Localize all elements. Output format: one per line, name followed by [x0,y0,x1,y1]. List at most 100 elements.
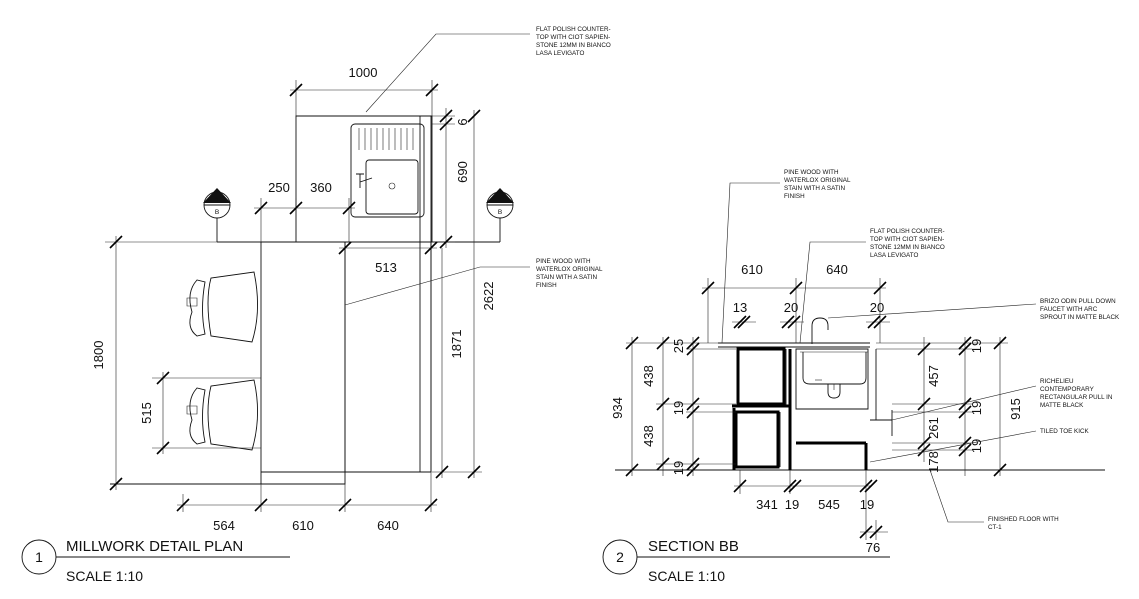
svg-text:WATERLOX ORIGINAL: WATERLOX ORIGINAL [784,177,851,184]
svg-text:FINISHED FLOOR WITH: FINISHED FLOOR WITH [988,516,1059,523]
svg-text:BRIZO ODIN PULL DOWN: BRIZO ODIN PULL DOWN [1040,298,1116,305]
section-note-toe: TILED TOE KICK [870,428,1090,462]
dim-top-width: 1000 [349,65,378,80]
dim-depth-small: 6 [455,118,470,125]
section-note-pull: RICHELIEU CONTEMPORARY RECTANGULAR PULL … [892,378,1113,420]
dim-mid: 513 [375,260,397,275]
chair-top [187,272,258,342]
section-note-floor: FINISHED FLOOR WITH CT-1 [930,470,1059,531]
cabinet-lower [736,412,780,467]
svg-text:WATERLOX ORIGINAL: WATERLOX ORIGINAL [536,266,603,273]
dim-counter-depth: 690 [455,161,470,183]
svg-text:STAIN WITH A SATIN: STAIN WITH A SATIN [784,185,845,192]
svg-text:PINE WOOD WITH: PINE WOOD WITH [784,169,839,176]
svg-text:FLAT POLISH COUNTER-: FLAT POLISH COUNTER- [870,228,945,235]
svg-text:457: 457 [926,365,941,387]
svg-text:13: 13 [733,300,747,315]
section-dims-right: 457 261 178 19 19 19 915 [876,337,1023,476]
svg-text:76: 76 [866,540,880,555]
section-scale: SCALE 1:10 [648,568,725,584]
plan-note-pine: PINE WOOD WITH WATERLOX ORIGINAL STAIN W… [345,258,603,305]
svg-text:FLAT POLISH COUNTER-: FLAT POLISH COUNTER- [536,26,611,33]
svg-text:19: 19 [671,401,686,415]
svg-text:CONTEMPORARY: CONTEMPORARY [1040,386,1095,393]
svg-text:STAIN WITH A SATIN: STAIN WITH A SATIN [536,274,597,281]
island-body [261,242,345,484]
svg-text:STONE 12MM IN BIANCO: STONE 12MM IN BIANCO [536,42,611,49]
faucet-icon [356,174,372,188]
section-dims-bottom: 341 19 545 19 76 [734,470,888,555]
svg-text:610: 610 [741,262,763,277]
drain-trap [815,380,840,398]
plan-note-countertop: FLAT POLISH COUNTER- TOP WITH CIOT SAPIE… [366,26,611,112]
svg-text:261: 261 [926,417,941,439]
section-note-faucet: BRIZO ODIN PULL DOWN FAUCET WITH ARC SPR… [828,298,1120,321]
svg-text:19: 19 [969,401,984,415]
section-dims-top: 610 640 13 20 20 [702,262,890,343]
svg-text:19: 19 [969,439,984,453]
svg-text:TILED TOE KICK: TILED TOE KICK [1040,428,1090,435]
sink [351,124,424,217]
svg-text:19: 19 [860,497,874,512]
section-marker-right: 1 B [486,188,514,242]
svg-text:341: 341 [756,497,778,512]
svg-text:PINE WOOD WITH: PINE WOOD WITH [536,258,591,265]
svg-text:STONE 12MM IN BIANCO: STONE 12MM IN BIANCO [870,244,945,251]
svg-text:19: 19 [969,339,984,353]
countertop-outline [296,116,432,242]
dim-bottom-a: 564 [213,518,235,533]
dim-sink-width: 360 [310,180,332,195]
dim-chair-gap: 515 [139,402,154,424]
dim-total-right: 2622 [481,282,496,311]
svg-text:LASA LEVIGATO: LASA LEVIGATO [536,50,585,57]
plan-title: MILLWORK DETAIL PLAN [66,538,243,555]
section-marker-left: 1 B [203,188,231,242]
millwork-plan: 1 B 1 B 1000 [22,26,611,584]
svg-text:MATTE BLACK: MATTE BLACK [1040,402,1084,409]
marker-number: 1 [215,197,219,204]
section-number: 2 [616,549,624,565]
chair-bottom [187,380,258,450]
section-title-block: 2 SECTION BB SCALE 1:10 [603,538,890,584]
svg-text:640: 640 [826,262,848,277]
svg-text:545: 545 [818,497,840,512]
plan-dimensions: 1000 6 690 250 360 513 [91,65,496,533]
svg-text:438: 438 [641,425,656,447]
svg-text:19: 19 [671,461,686,475]
svg-text:934: 934 [610,397,625,419]
dim-left-height: 1800 [91,341,106,370]
svg-text:438: 438 [641,365,656,387]
section-bb: 610 640 13 20 20 [603,169,1120,584]
svg-text:178: 178 [926,451,941,473]
svg-text:20: 20 [784,300,798,315]
svg-text:SPROUT IN MATTE BLACK: SPROUT IN MATTE BLACK [1040,314,1120,321]
svg-text:LASA LEVIGATO: LASA LEVIGATO [870,252,919,259]
svg-text:FINISH: FINISH [536,282,557,289]
faucet [812,318,828,344]
marker-number: 1 [498,197,502,204]
plan-scale: SCALE 1:10 [66,568,143,584]
svg-text:19: 19 [785,497,799,512]
svg-text:TOP WITH CIOT SAPIEN-: TOP WITH CIOT SAPIEN- [870,236,944,243]
sink-basin [796,349,876,420]
dim-left-offset: 250 [268,180,290,195]
svg-text:FINISH: FINISH [784,193,805,200]
dim-bottom-c: 640 [377,518,399,533]
plan-title-block: 1 MILLWORK DETAIL PLAN SCALE 1:10 [22,538,290,584]
svg-text:915: 915 [1008,398,1023,420]
marker-letter: B [498,209,502,216]
section-note-countertop: FLAT POLISH COUNTER- TOP WITH CIOT SAPIE… [800,228,945,343]
svg-text:TOP WITH CIOT SAPIEN-: TOP WITH CIOT SAPIEN- [536,34,610,41]
dim-right-run: 1871 [449,330,464,359]
section-dims-left: 934 438 438 25 19 19 [610,337,736,476]
cabinet-upper [738,349,786,406]
dim-bottom-b: 610 [292,518,314,533]
svg-text:CT-1: CT-1 [988,524,1002,531]
svg-text:FAUCET WITH ARC: FAUCET WITH ARC [1040,306,1098,313]
svg-text:RECTANGULAR PULL IN: RECTANGULAR PULL IN [1040,394,1113,401]
marker-letter: B [215,209,219,216]
section-note-pine: PINE WOOD WITH WATERLOX ORIGINAL STAIN W… [722,169,851,343]
section-title: SECTION BB [648,538,739,555]
cabinet-run [345,242,431,472]
